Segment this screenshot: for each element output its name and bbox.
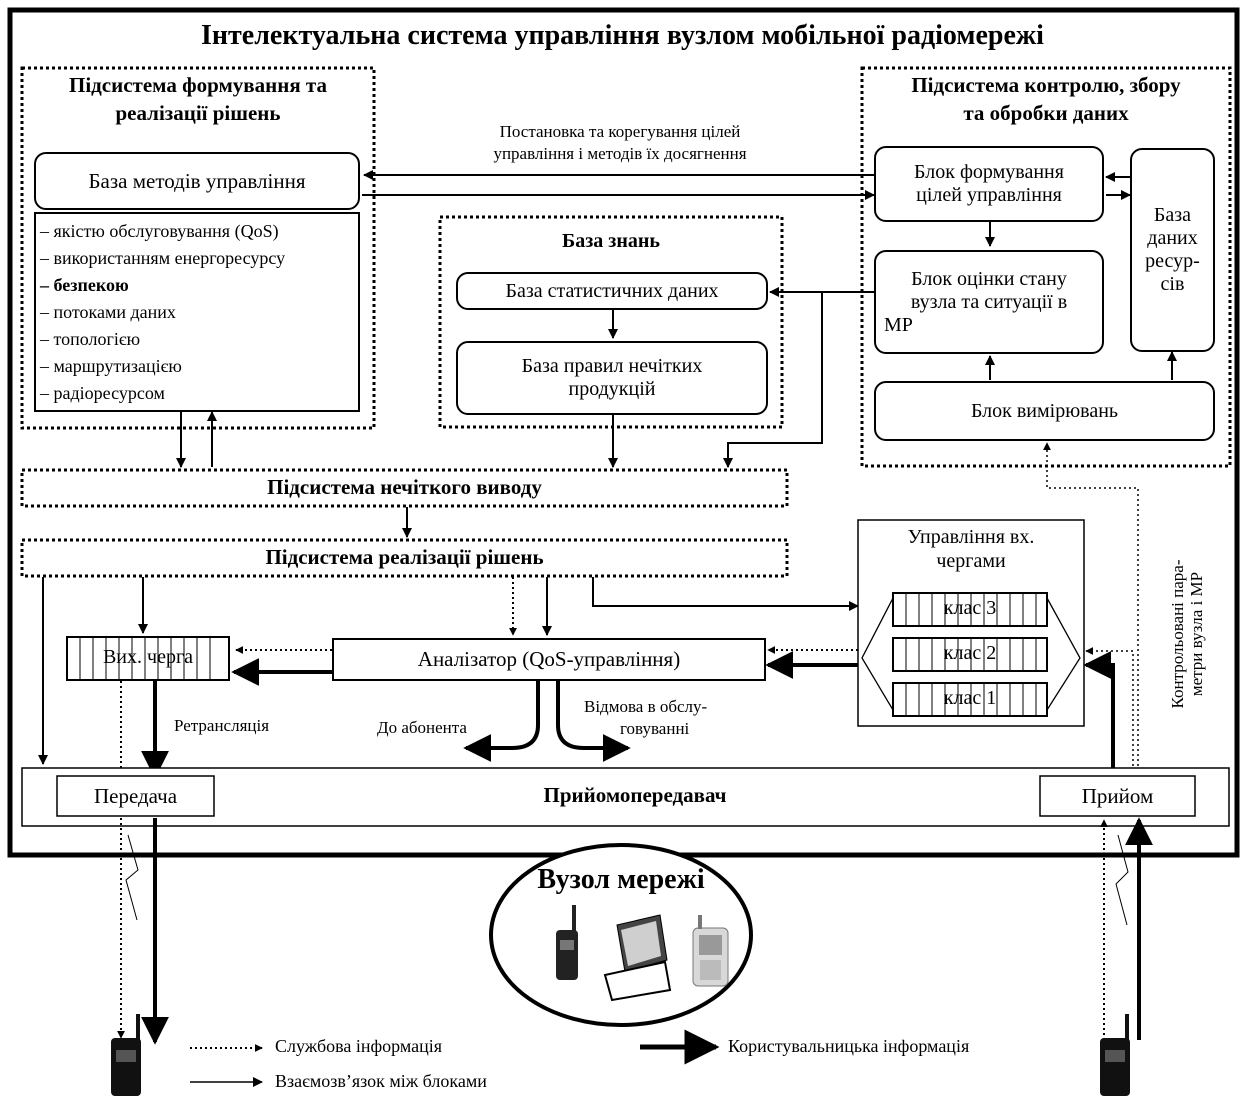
method-item: – безпекою: [40, 275, 129, 295]
method-item: – потоками даних: [40, 302, 176, 322]
controlled-params-line2: метри вузла і МР: [1187, 571, 1206, 697]
goals-block-line2: цілей управління: [916, 184, 1062, 206]
legend-user-info: Користувальницька інформація: [728, 1036, 970, 1056]
laptop-icon: [603, 914, 672, 1002]
methods-base-block: База методів управління: [34, 152, 360, 210]
input-queues-title-line1: Управління вх.: [907, 526, 1035, 548]
right-subsystem-frame: [860, 66, 1232, 468]
refusal-label-line2: говуванні: [620, 719, 690, 738]
analyzer-label: Аналізатор (QoS-управління): [417, 647, 681, 671]
controlled-params-line1: Контрольовані пара-: [1168, 559, 1187, 709]
state-block-line2: вузла та ситуації в: [910, 290, 1068, 313]
resources-db-line3: ресур-: [1145, 250, 1200, 272]
receive-label: Прийом: [1081, 784, 1154, 808]
methods-list: – якістю обслуговування (QoS) – використ…: [34, 212, 360, 412]
resources-db-block: База даних ресур- сів: [1130, 148, 1215, 352]
resources-db-line2: даних: [1147, 227, 1198, 249]
input-queues-title-line2: чергами: [936, 550, 1006, 572]
knowledge-base-title: База знань: [562, 230, 660, 252]
state-assessment-block: Блок оцінки стану вузла та ситуації в МР: [874, 250, 1104, 354]
fuzzy-inference-frame: [20, 468, 789, 508]
controlled-params-label: Контрольовані пара- метри вузла і МР: [1168, 534, 1206, 734]
rules-base-label-line2: продукцій: [568, 378, 656, 400]
resources-db-line1: База: [1153, 204, 1192, 226]
transceiver-frame: [21, 767, 1230, 827]
goals-block: Блок формування цілей управління: [874, 146, 1104, 222]
measurement-block-label: Блок вимірювань: [970, 399, 1119, 422]
method-item: – якістю обслуговування (QoS): [40, 221, 279, 241]
left-radio-icon: [111, 1014, 141, 1096]
queue-class-2: клас 2: [943, 642, 997, 664]
to-subscriber-label: До абонента: [377, 718, 467, 737]
legend-block-interaction: Взаємозв’язок між блоками: [275, 1071, 487, 1091]
right-radio-icon: [1100, 1014, 1130, 1096]
decision-implementation-label: Підсистема реалізації рішень: [265, 545, 544, 569]
refusal-label-line1: Відмова в обслу-: [584, 697, 708, 716]
walkie-talkie-icon: [556, 905, 578, 980]
page-title: Інтелектуальна система управління вузлом…: [201, 20, 1044, 51]
method-item: – радіоресурсом: [40, 383, 165, 403]
goals-block-line1: Блок формування: [914, 161, 1064, 183]
right-subsystem-title-line1: Підсистема контролю, збору: [911, 73, 1181, 97]
fuzzy-inference-label: Підсистема нечіткого виводу: [267, 475, 542, 499]
left-subsystem-frame: [20, 66, 376, 430]
methods-base-label: База методів управління: [88, 168, 306, 193]
method-item: – використанням енергоресурсу: [40, 248, 286, 268]
statistics-base-block: База статистичних даних: [456, 272, 768, 310]
goal-setting-label-line1: Постановка та корегування цілей: [499, 122, 741, 141]
transmit-label: Передача: [93, 784, 178, 808]
measurement-block: Блок вимірювань: [874, 381, 1215, 441]
state-block-line3: МР: [884, 313, 913, 336]
transceiver-title: Прийомопередавач: [543, 783, 727, 807]
right-subsystem-title-line2: та обробки даних: [963, 101, 1129, 125]
goal-setting-label-line2: управління і методів їх досягнення: [493, 144, 747, 163]
analyzer-block: Аналізатор (QoS-управління): [332, 638, 766, 681]
rules-base-label-line1: База правил нечітких: [521, 355, 703, 377]
method-item: – топологією: [40, 329, 141, 349]
statistics-base-label: База статистичних даних: [505, 279, 719, 302]
left-subsystem-title-line2: реалізації рішень: [115, 101, 281, 125]
queue-class-3: клас 3: [943, 597, 997, 619]
resources-db-line4: сів: [1160, 273, 1185, 295]
knowledge-base-frame: [438, 215, 784, 429]
left-subsystem-title-line1: Підсистема формування та: [69, 73, 327, 97]
method-item: – маршрутизацією: [40, 356, 182, 376]
network-node-label: Вузол мережі: [537, 864, 705, 895]
output-queue-label: Вих. черга: [102, 646, 194, 668]
pda-icon: [692, 915, 729, 987]
rules-base-block: База правил нечітких продукцій: [456, 341, 768, 415]
queue-class-1: клас 1: [943, 687, 997, 709]
output-queue: [66, 636, 230, 681]
legend-service-info: Службова інформація: [275, 1036, 443, 1056]
state-block-line1: Блок оцінки стану: [911, 267, 1067, 290]
retransmission-label: Ретрансляція: [174, 716, 270, 735]
input-queues-graphic: [857, 519, 1085, 727]
decision-implementation-frame: [20, 538, 789, 578]
